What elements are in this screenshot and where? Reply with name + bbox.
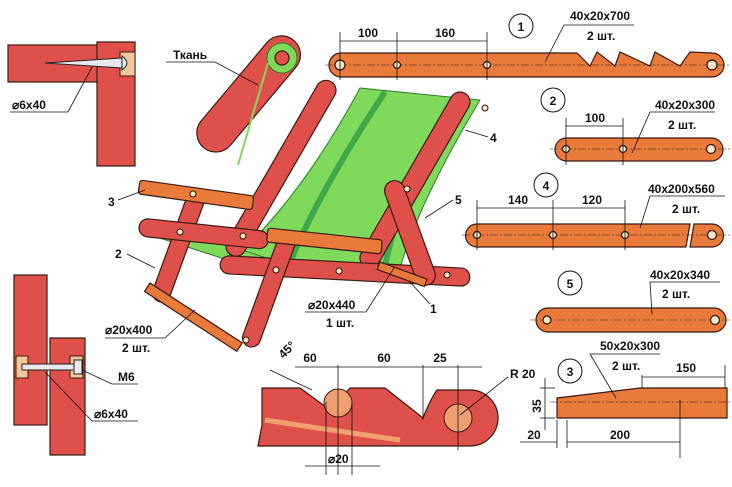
part-2-size: 40x20x300 — [655, 98, 715, 112]
hook-dim-2: 60 — [377, 351, 391, 365]
part-2-drawing: 100 2 40x20x300 2 шт. — [540, 87, 730, 165]
part-4-callout: 4 — [543, 179, 550, 193]
part-4-size: 40x200x560 — [648, 182, 715, 196]
part-4-dim-2: 120 — [582, 193, 602, 207]
bolt-screw-label: ⌀6x40 — [94, 407, 128, 421]
part-2-qty: 2 шт. — [668, 118, 696, 132]
bolt-label: M6 — [118, 370, 135, 384]
bolt-joint-detail: M6 ⌀6x40 — [13, 274, 138, 456]
rod-front-qty: 1 шт. — [326, 316, 354, 330]
part-2-callout: 2 — [550, 94, 557, 108]
corner-screw-label: ⌀6x40 — [12, 98, 46, 112]
part-5-callout: 5 — [567, 277, 574, 291]
part-3-dim-offset: 20 — [527, 428, 541, 442]
rod-front-size: ⌀20x440 — [308, 298, 356, 312]
callout-1: 1 — [430, 302, 437, 316]
part-1-qty: 2 шт. — [587, 29, 615, 43]
part-3-drawing: 35 20 200 150 3 50x20x300 2 шт. — [520, 339, 730, 458]
part-1-dim-2: 160 — [435, 26, 455, 40]
hook-radius: R 20 — [510, 367, 536, 381]
part-3-callout: 3 — [567, 365, 574, 379]
part-1-drawing: 100 160 1 40x20x700 2 шт. — [325, 9, 730, 80]
part-1-callout: 1 — [518, 20, 525, 34]
part-5-size: 40x20x340 — [650, 268, 710, 282]
hook-diameter: ⌀20 — [328, 452, 349, 466]
hook-dim-3: 25 — [433, 351, 447, 365]
fabric-roll-detail: Ткань — [166, 35, 302, 166]
screw-head-icon — [121, 55, 128, 71]
part-1-size: 40x20x700 — [570, 9, 630, 23]
callout-3: 3 — [108, 195, 115, 209]
part-5-qty: 2 шт. — [662, 287, 690, 301]
hook-dim-1: 60 — [303, 351, 317, 365]
part-3-dim-taper: 150 — [676, 361, 696, 375]
part-3-dim-height: 35 — [530, 399, 544, 413]
hook-detail: 60 60 25 R 20 45° ⌀20 — [257, 338, 536, 475]
callout-4: 4 — [490, 131, 497, 145]
hook-angle: 45° — [276, 338, 299, 361]
rod-rear-qty: 2 шт. — [122, 341, 150, 355]
part-2-dim-1: 100 — [585, 111, 605, 125]
part-3-qty: 2 шт. — [612, 359, 640, 373]
rod-rear-size: ⌀20x400 — [105, 323, 153, 337]
fabric-strip — [237, 62, 269, 166]
callout-5: 5 — [455, 193, 462, 207]
part-1-dim-1: 100 — [358, 26, 378, 40]
corner-joint-detail: ⌀6x40 — [7, 41, 136, 167]
fabric-label: Ткань — [173, 48, 207, 62]
part-5-drawing: 5 40x20x340 2 шт. — [530, 268, 730, 333]
part-4-drawing: 140 120 4 40x200x560 2 шт. — [462, 172, 730, 250]
part-3-dim-length: 200 — [610, 428, 630, 442]
part-4-qty: 2 шт. — [672, 202, 700, 216]
part-4-dim-1: 140 — [508, 193, 528, 207]
chair-assembly: 3 2 4 5 1 ⌀20x440 1 шт. ⌀20x400 2 шт. — [105, 79, 497, 355]
part-3-size: 50x20x300 — [600, 339, 660, 353]
bolt-icon — [21, 363, 81, 371]
callout-2: 2 — [115, 247, 122, 261]
nut-icon — [73, 359, 83, 375]
